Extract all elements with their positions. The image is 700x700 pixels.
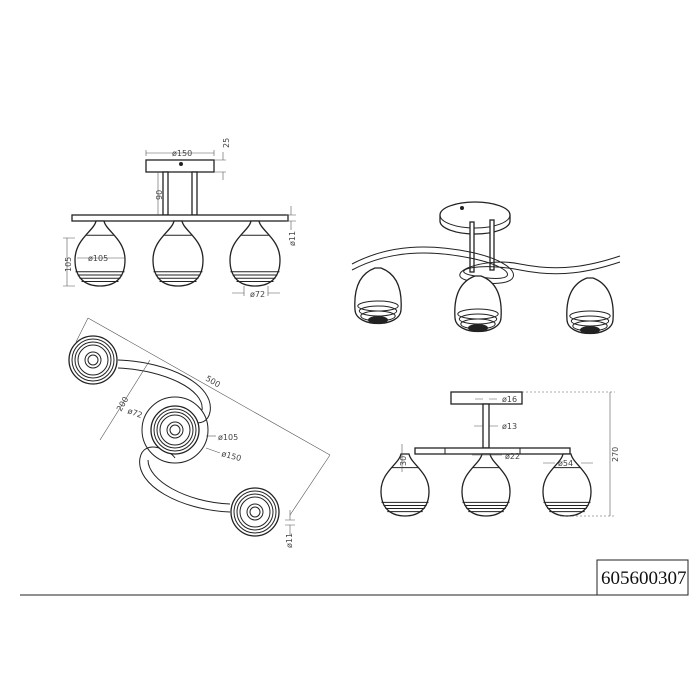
drawing-stroke <box>169 424 181 436</box>
drawing-stroke <box>285 510 295 535</box>
drawing-stroke <box>87 354 99 366</box>
dim-overall-length: 500 <box>204 374 222 389</box>
glass-shade <box>354 267 402 324</box>
dim-top-canopy-diameter: ø150 <box>220 449 242 463</box>
dim-arm-diameter: ø11 <box>288 231 297 246</box>
drawing-stroke <box>489 219 495 271</box>
drawing-stroke <box>460 206 464 210</box>
drawing-stroke <box>354 267 402 324</box>
front-view: ø150 25 90 105 ø105 ø11 ø72 <box>63 138 297 299</box>
drawing-stroke <box>454 275 502 332</box>
drawing-stroke <box>63 237 75 287</box>
drawing-stroke <box>99 359 151 441</box>
dim-shade-diameter: ø105 <box>88 254 108 263</box>
drawing-stroke <box>229 220 281 287</box>
canopy-screw <box>179 162 183 166</box>
drawing-stroke <box>368 316 388 324</box>
drawing-stroke <box>580 326 600 334</box>
dim-neck-height: 30 <box>399 456 408 466</box>
product-code: 605600307 <box>601 568 687 589</box>
dim-canopy-hole: ø16 <box>502 395 517 404</box>
top-view: 500 200 ø72 ø105 ø150 ø11 <box>68 317 331 548</box>
dim-top-shade-inner: ø72 <box>126 406 143 420</box>
stem <box>482 403 490 449</box>
dim-shade-top-diameter: ø54 <box>558 459 573 468</box>
drawing-stroke <box>239 496 271 528</box>
drawing-stroke <box>156 411 194 449</box>
dim-shade-height: 105 <box>64 257 73 272</box>
drawing-stroke <box>444 448 521 454</box>
drawing-stroke <box>74 220 126 287</box>
drawing-stroke <box>246 503 264 521</box>
shade-top-view <box>230 487 280 537</box>
drawing-stroke <box>380 453 430 517</box>
dim-top-arm-diameter: ø11 <box>285 533 294 548</box>
glass-shade <box>152 220 204 287</box>
drawing-stroke <box>145 150 215 156</box>
drawing-stroke <box>74 220 281 287</box>
glass-shade <box>542 453 592 517</box>
dim-canopy-height: 25 <box>222 138 231 148</box>
dim-shade-bottom-diameter: ø72 <box>250 290 265 299</box>
arm-bar <box>414 447 571 455</box>
dim-stem-length: 90 <box>155 190 164 200</box>
dim-stem-diameter: ø13 <box>502 422 517 431</box>
glass-shade <box>74 220 126 287</box>
shade-top-view <box>150 405 200 455</box>
drawing-stroke <box>147 459 231 505</box>
drawing-stroke <box>230 487 280 537</box>
drawing-stroke <box>249 506 261 518</box>
glass-shade <box>566 277 614 334</box>
drawing-stroke <box>380 453 592 517</box>
drawing-stroke <box>236 493 274 531</box>
drawing-stroke <box>232 286 280 296</box>
shade-top-view <box>68 335 118 385</box>
drawing-stroke <box>522 391 615 517</box>
drawing-stroke <box>461 453 511 517</box>
drawing-stroke <box>542 453 592 517</box>
glass-shade <box>454 275 502 332</box>
drawing-stroke <box>354 267 614 334</box>
drawing-stroke <box>159 414 191 446</box>
drawing-stroke <box>150 405 200 455</box>
drawing-stroke <box>468 324 488 332</box>
drawing-stroke <box>75 317 331 516</box>
drawing-stroke <box>566 277 614 334</box>
code-box <box>596 559 689 596</box>
drawing-stroke <box>469 221 475 273</box>
side-view: ø16 ø13 ø22 ø54 30 270 <box>380 391 620 517</box>
dim-holder-diameter: ø22 <box>505 452 520 461</box>
dim-canopy-diameter: ø150 <box>172 149 192 158</box>
arm-bar <box>71 214 289 222</box>
stem <box>191 171 198 216</box>
glass-shade <box>461 453 511 517</box>
drawing-stroke <box>205 447 221 454</box>
drawing-stroke <box>74 341 112 379</box>
drawing-stroke <box>68 335 280 537</box>
canopy-outline <box>141 396 209 464</box>
canopy <box>145 159 215 173</box>
drawing-stroke <box>77 344 109 376</box>
drawing-stroke <box>214 152 226 180</box>
canopy <box>439 201 511 235</box>
dim-top-shade-diameter: ø105 <box>218 433 238 442</box>
drawing-stroke <box>68 335 118 385</box>
drawing-stroke <box>286 206 296 230</box>
drawing-stroke <box>351 252 621 279</box>
drawing-stroke <box>439 214 511 229</box>
glass-shade <box>229 220 281 287</box>
drawing-stroke <box>117 367 203 411</box>
dim-overall-height: 270 <box>611 447 620 462</box>
drawing-stroke <box>152 220 204 287</box>
drawing-stroke <box>166 421 184 439</box>
drawing-stroke <box>139 446 231 513</box>
drawing-stroke <box>71 338 115 382</box>
drawing-stroke <box>84 351 102 369</box>
drawing-stroke <box>233 490 277 534</box>
perspective-view <box>351 201 621 334</box>
drawing-stroke <box>153 408 197 452</box>
glass-shade <box>380 453 430 517</box>
